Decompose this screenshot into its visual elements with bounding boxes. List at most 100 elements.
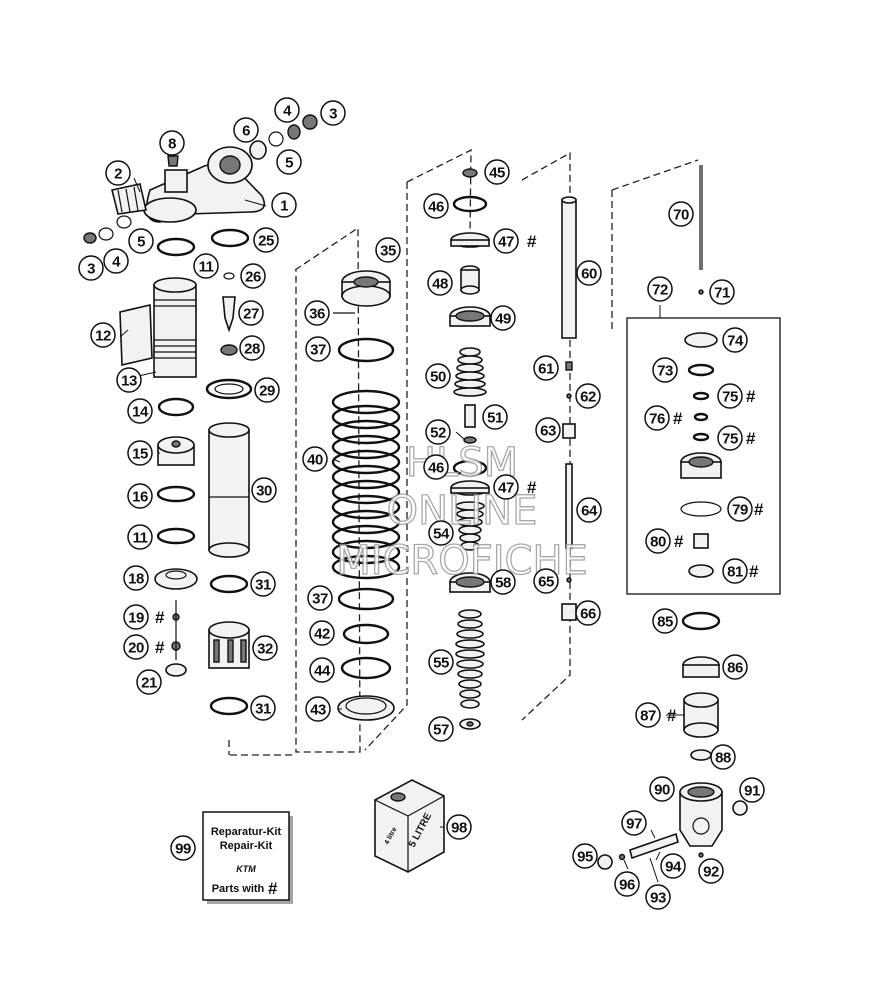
callout-number: 60: [581, 266, 597, 283]
callout-number: 31: [255, 701, 271, 718]
callout-part-46: 46: [423, 454, 449, 480]
callout-part-44: 44: [309, 657, 335, 683]
callout-number: 54: [433, 526, 450, 543]
callout-part-88: 88: [710, 744, 736, 770]
callout-part-26: 26: [240, 263, 266, 289]
callout-number: 8: [168, 136, 176, 153]
valve-stack-group: [449, 168, 491, 730]
hash-mark: #: [673, 409, 683, 428]
callout-number: 46: [428, 199, 444, 216]
callout-number: 28: [244, 341, 260, 358]
callout-circle: [621, 810, 647, 836]
callout-part-31: 31: [250, 571, 276, 597]
hash-mark: #: [155, 608, 165, 627]
callout-circle: [647, 276, 673, 302]
callout-circle: [722, 558, 748, 584]
callout-part-3: 3: [78, 255, 104, 281]
callout-number: 50: [430, 369, 446, 386]
callout-number: 47: [498, 480, 514, 497]
callout-circle: [78, 255, 104, 281]
callout-number: 61: [538, 361, 554, 378]
part-60-piston-rod: [561, 199, 577, 339]
callout-circle: [423, 454, 449, 480]
callout-number: 3: [87, 261, 95, 278]
callout-number: 15: [132, 446, 148, 463]
callout-circle: [320, 100, 346, 126]
callout-circle: [727, 496, 753, 522]
callout-part-6: 6: [233, 117, 259, 143]
callout-circle: [105, 160, 131, 186]
callout-circle: [240, 263, 266, 289]
callout-part-98: 98: [446, 814, 472, 840]
callout-circle: [490, 569, 516, 595]
callout-part-95: 95: [572, 843, 598, 869]
callout-circle: [614, 871, 640, 897]
callout-number: 93: [650, 890, 666, 907]
callout-circle: [533, 355, 559, 381]
callout-circle: [572, 843, 598, 869]
callout-part-71: 71: [709, 279, 735, 305]
callout-part-11: 11: [193, 253, 219, 279]
callout-circle: [649, 776, 675, 802]
callout-number: 58: [495, 575, 511, 592]
callout-number: 64: [581, 503, 598, 520]
callout-number: 25: [258, 233, 274, 250]
callout-circle: [722, 327, 748, 353]
callout-circle: [375, 237, 401, 263]
callout-number: 57: [433, 722, 449, 739]
callout-number: 43: [310, 702, 326, 719]
callout-number: 30: [256, 483, 272, 500]
callout-circle: [668, 201, 694, 227]
callout-circle: [123, 634, 149, 660]
callout-circle: [660, 853, 686, 879]
callout-part-62: 62: [575, 383, 601, 409]
callout-part-3: 3: [320, 100, 346, 126]
callout-number: 90: [654, 782, 670, 799]
callout-number: 73: [657, 363, 673, 380]
callout-number: 35: [380, 243, 396, 260]
callout-part-4: 4: [103, 248, 129, 274]
callout-circle: [575, 383, 601, 409]
callout-number: 97: [626, 816, 642, 833]
callout-circle: [652, 357, 678, 383]
callout-part-87: 87: [635, 702, 661, 728]
callout-number: 87: [640, 708, 656, 725]
callout-circle: [128, 228, 154, 254]
callout-number: 49: [495, 311, 511, 328]
callout-circle: [271, 192, 297, 218]
callout-part-97: 97: [621, 810, 647, 836]
callout-number: 52: [430, 425, 446, 442]
hash-mark: #: [527, 232, 537, 251]
part-12-cover: [119, 304, 153, 366]
callout-number: 14: [132, 404, 149, 421]
callout-number: 37: [310, 342, 326, 359]
callout-part-40: 40: [302, 446, 328, 472]
callout-part-25: 25: [253, 227, 279, 253]
callout-circle: [644, 405, 670, 431]
callout-number: 95: [577, 849, 593, 866]
callout-part-47: 47: [493, 228, 519, 254]
callout-number: 5: [285, 155, 293, 172]
callout-circle: [575, 600, 601, 626]
repair-kit-box: Reparatur-Kit Repair-Kit KTM Parts with …: [202, 811, 293, 904]
hash-mark: #: [527, 478, 537, 497]
callout-number: 29: [259, 383, 275, 400]
oil-can: 5 LITRE 4 litre: [374, 779, 445, 873]
callout-number: 75: [722, 431, 738, 448]
callout-part-66: 66: [575, 600, 601, 626]
callout-part-30: 30: [251, 477, 277, 503]
callout-part-21: 21: [136, 669, 162, 695]
callout-number: 65: [538, 574, 554, 591]
callout-number: 11: [133, 530, 148, 547]
callout-number: 6: [242, 123, 250, 140]
callout-circle: [535, 417, 561, 443]
leader-lines: [119, 177, 684, 883]
callout-number: 36: [309, 306, 325, 323]
callout-part-61: 61: [533, 355, 559, 381]
callout-circle: [722, 654, 748, 680]
callout-part-79: 79: [727, 496, 753, 522]
callout-circle: [446, 814, 472, 840]
callout-part-55: 55: [428, 649, 454, 675]
callout-number: 79: [732, 502, 748, 519]
callout-circle: [652, 608, 678, 634]
